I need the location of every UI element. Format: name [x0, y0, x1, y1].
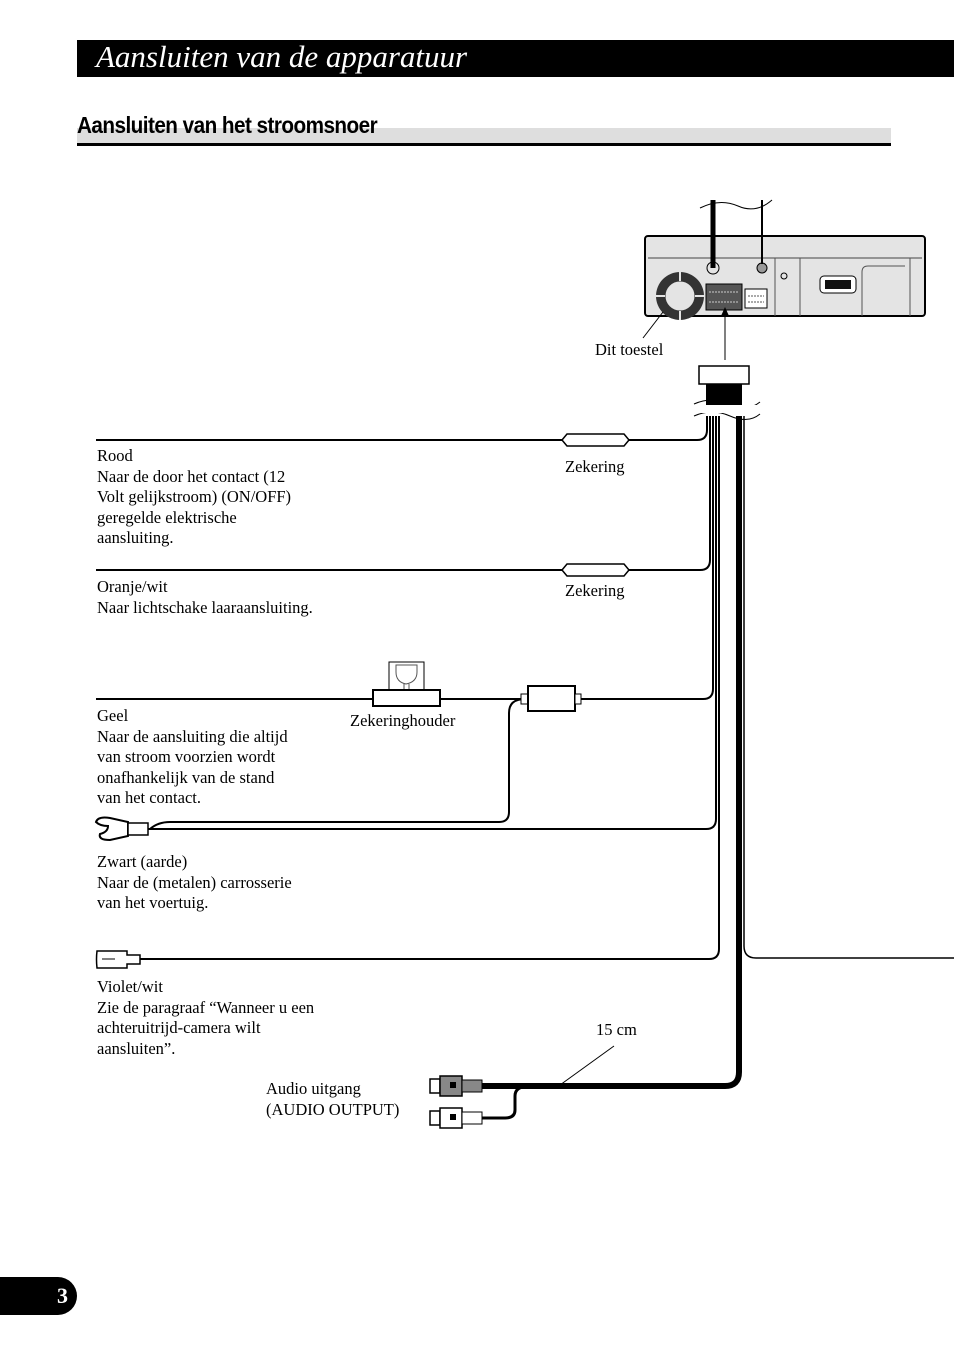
wire-color-name: Oranje/wit: [97, 577, 168, 596]
wire-color-name: Rood: [97, 446, 133, 465]
section-heading-band: [77, 128, 891, 143]
page-number-tab: 3: [0, 1277, 77, 1315]
wire-description-line: Naar de door het contact (12: [97, 466, 286, 486]
antenna-jack-icon: [819, 275, 857, 294]
fuse-holder-label: Zekeringhouder: [350, 711, 456, 730]
chapter-title: Aansluiten van de apparatuur: [96, 39, 468, 74]
wire-description-black: Zwart (aarde) Naar de (metalen) carrosse…: [97, 852, 292, 914]
rca-plug-white: [429, 1107, 483, 1129]
wire-description-line: geregelde elektrische: [97, 507, 237, 527]
cable-length-label: 15 cm: [596, 1020, 637, 1039]
wire-orange-white: [96, 416, 711, 571]
chapter-title-bar: Aansluiten van de apparatuur: [77, 39, 954, 77]
cooling-fan-icon: [656, 272, 704, 320]
wire-yellow: [96, 416, 714, 700]
length-leader-line: [559, 1045, 615, 1086]
wire-description-line: Naar de aansluiting die altijd: [97, 726, 288, 746]
ground-ring-terminal-icon: [94, 816, 149, 842]
fuse-label: Zekering: [565, 581, 625, 600]
wire-description-line: Naar de (metalen) carrosserie: [97, 872, 292, 892]
wire-bundle: [96, 416, 954, 1120]
audio-output-label: Audio uitgang (AUDIO OUTPUT): [266, 1079, 399, 1120]
wire-color-name: Violet/wit: [97, 977, 163, 996]
wire-description-line: Naar lichtschake laaraansluiting.: [97, 597, 313, 617]
fuse-label: Zekering: [565, 457, 625, 476]
audio-output-line: Audio uitgang: [266, 1079, 361, 1098]
fuse-red: [561, 433, 630, 447]
harness-plug: [693, 365, 762, 420]
secondary-connector-socket: [744, 288, 768, 309]
audio-cable: [482, 416, 742, 1089]
wire-description-line: Zie de paragraaf “Wanneer u een: [97, 997, 315, 1017]
inline-connector: [520, 685, 582, 712]
wire-description-line: van het voertuig.: [97, 893, 209, 913]
page-number: 3: [57, 1283, 68, 1308]
fuse-orange-white: [561, 563, 630, 577]
unit-label: Dit toestel: [595, 340, 664, 359]
wire-black: [148, 416, 717, 830]
wire-description-violet-white: Violet/wit Zie de paragraaf “Wanneer u e…: [97, 977, 314, 1059]
head-unit-rear-panel: [642, 199, 926, 360]
wire-violet-white: [140, 416, 720, 960]
wire-color-name: Zwart (aarde): [97, 852, 188, 871]
audio-branch: [482, 1084, 531, 1120]
section-heading-rule: [77, 143, 891, 146]
wire-fuse-loop: [149, 698, 526, 830]
rca-plug-grey: [429, 1075, 483, 1097]
section-title: Aansluiten van het stroomsnoer: [77, 112, 378, 138]
wire-description-line: van stroom voorzien wordt: [97, 747, 276, 767]
wire-color-name: Geel: [97, 706, 129, 725]
wire-red: [96, 416, 708, 441]
wire-description-red: Rood Naar de door het contact (12 Volt g…: [97, 446, 291, 549]
fuse-holder: [372, 661, 441, 707]
wire-description-line: aansluiten”.: [97, 1038, 176, 1058]
wire-right-branch: [743, 416, 954, 959]
wire-description-line: onafhankelijk van de stand: [97, 767, 275, 787]
wire-description-line: achteruitrijd-camera wilt: [97, 1018, 261, 1038]
wire-description-line: Volt gelijkstroom) (ON/OFF): [97, 487, 292, 507]
wire-description-line: van het contact.: [97, 788, 201, 808]
wire-description-orange-white: Oranje/wit Naar lichtschake laaraansluit…: [97, 577, 313, 618]
bullet-connector-icon: [95, 950, 141, 969]
audio-output-line: (AUDIO OUTPUT): [266, 1099, 400, 1119]
wire-description-line: aansluiting.: [97, 528, 174, 548]
section-heading: Aansluiten van het stroomsnoer: [77, 112, 891, 148]
wire-description-yellow: Geel Naar de aansluiting die altijd van …: [97, 706, 288, 809]
main-connector-socket: [705, 283, 743, 311]
